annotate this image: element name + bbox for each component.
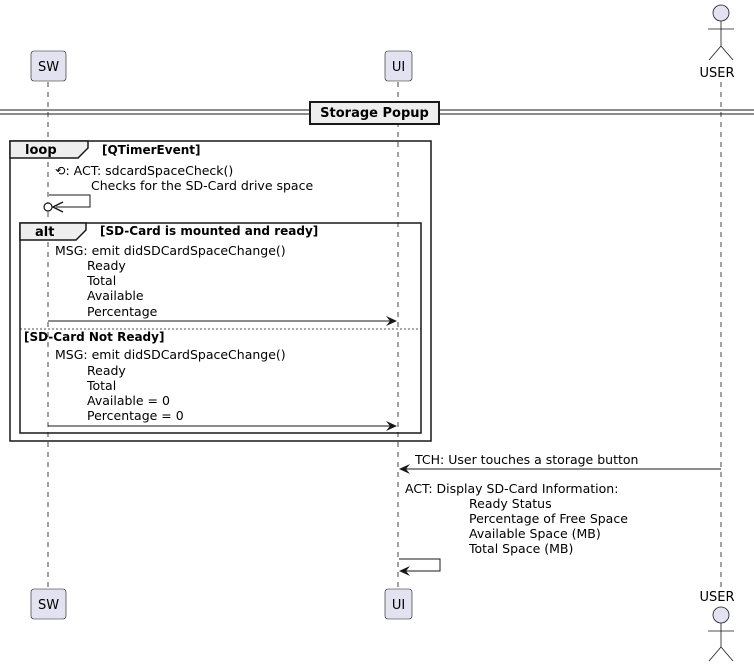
loop-group: loop [QTimerEvent] xyxy=(9,140,432,442)
divider-label: Storage Popup xyxy=(320,106,429,121)
message-touch: TCH: User touches a storage button xyxy=(399,452,721,474)
participant-sw-label: SW xyxy=(38,60,59,75)
loop-keyword: loop xyxy=(25,143,57,158)
msg-ready-line-3: Total xyxy=(86,273,116,288)
participant-sw-bottom: SW xyxy=(30,588,67,620)
msg-not-ready-line-4: Available = 0 xyxy=(87,393,170,408)
touch-label: TCH: User touches a storage button xyxy=(414,452,638,467)
arrowhead-icon xyxy=(386,316,397,326)
self-call-display: ACT: Display SD-Card Information: Ready … xyxy=(399,481,628,576)
arrowhead-icon xyxy=(399,566,410,576)
participant-ui-label: UI xyxy=(392,598,405,613)
actor-stick-figure-icon xyxy=(708,4,734,61)
display-line-1: ACT: Display SD-Card Information: xyxy=(405,481,618,496)
self-call-space-check: ⟲: ACT: sdcardSpaceCheck() Checks for th… xyxy=(43,163,313,213)
actor-user-label: USER xyxy=(699,66,734,81)
actor-user-top: USER xyxy=(699,4,735,81)
self-call-line-1: ⟲: ACT: sdcardSpaceCheck() xyxy=(55,163,233,178)
loop-condition: [QTimerEvent] xyxy=(102,143,200,157)
arrowhead-icon xyxy=(51,201,64,213)
participant-ui-top: UI xyxy=(384,50,413,82)
msg-not-ready-line-5: Percentage = 0 xyxy=(87,408,184,423)
msg-not-ready-line-2: Ready xyxy=(87,363,126,378)
display-line-5: Total Space (MB) xyxy=(468,541,573,556)
msg-not-ready-line-3: Total xyxy=(86,378,116,393)
msg-not-ready-line-1: MSG: emit didSDCardSpaceChange() xyxy=(55,347,286,362)
participant-sw-top: SW xyxy=(30,50,67,82)
msg-ready-line-2: Ready xyxy=(87,258,126,273)
alt-else-condition: [SD-Card Not Ready] xyxy=(24,330,164,344)
alt-group: alt [SD-Card is mounted and ready] [SD-C… xyxy=(19,222,422,434)
actor-user-bottom: USER xyxy=(699,590,735,662)
self-call-line-2: Checks for the SD-Card drive space xyxy=(91,178,313,193)
msg-ready-line-5: Percentage xyxy=(87,304,158,319)
msg-ready-line-1: MSG: emit didSDCardSpaceChange() xyxy=(55,243,286,258)
alt-keyword: alt xyxy=(35,225,54,240)
arrowhead-icon xyxy=(386,421,397,431)
participant-ui-bottom: UI xyxy=(384,588,413,620)
divider-storage-popup: Storage Popup xyxy=(0,101,754,125)
participant-ui-label: UI xyxy=(392,60,405,75)
alt-condition: [SD-Card is mounted and ready] xyxy=(100,224,318,238)
participant-sw-label: SW xyxy=(38,598,59,613)
arrowhead-icon xyxy=(399,464,410,474)
message-ready: MSG: emit didSDCardSpaceChange() Ready T… xyxy=(48,243,397,326)
display-line-4: Available Space (MB) xyxy=(469,526,601,541)
actor-stick-figure-icon xyxy=(708,606,734,662)
display-line-2: Ready Status xyxy=(469,496,552,511)
actor-user-label: USER xyxy=(699,590,734,605)
msg-ready-line-4: Available xyxy=(87,288,144,303)
display-line-3: Percentage of Free Space xyxy=(469,511,628,526)
message-not-ready: MSG: emit didSDCardSpaceChange() Ready T… xyxy=(48,347,397,431)
